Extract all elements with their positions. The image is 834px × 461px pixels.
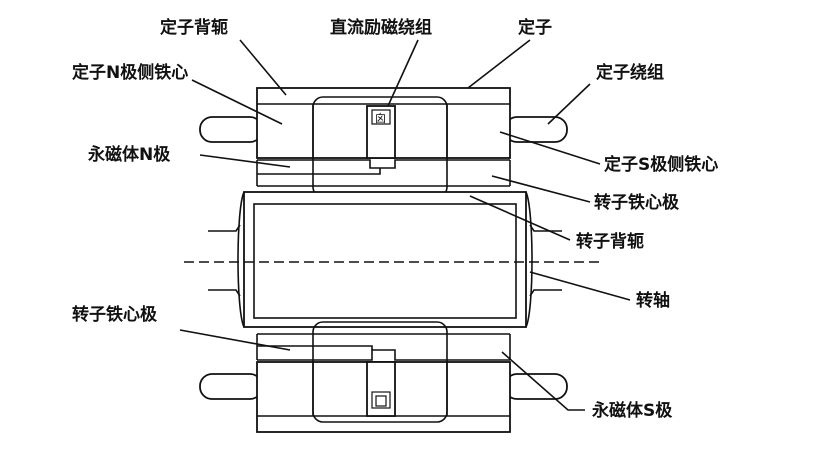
label-stator-yoke: 定子背轭 — [160, 17, 228, 38]
rotor-lower-pole — [256, 333, 511, 361]
label-rotor-yoke: 转子背轭 — [576, 231, 644, 252]
lower-stator-winding-left — [199, 373, 263, 400]
label-dc-excitation-winding: 直流励磁绕组 — [330, 17, 432, 38]
leader-lines — [179, 39, 631, 411]
label-rotor-core-pole-right: 转子铁心极 — [594, 192, 679, 213]
label-rotor-core-pole-left: 转子铁心极 — [72, 304, 157, 325]
label-shaft: 转轴 — [636, 290, 670, 311]
rotor-yoke-outer — [243, 191, 527, 328]
upper-stator: 囟 — [199, 87, 568, 198]
label-stator-winding: 定子绕组 — [596, 62, 664, 83]
label-stator: 定子 — [518, 17, 552, 38]
upper-stator-winding-right — [504, 116, 568, 143]
lower-stator-winding-right — [504, 373, 568, 400]
rotor-upper-pole — [256, 159, 511, 187]
label-stator-n-pole-side-core: 定子N极侧铁心 — [72, 62, 188, 83]
label-pm-s-pole: 永磁体S极 — [591, 400, 672, 421]
upper-stator-winding-left — [199, 116, 263, 143]
label-pm-n-pole: 永磁体N极 — [87, 144, 170, 165]
labels: 定子背轭 直流励磁绕组 定子 定子N极侧铁心 定子绕组 永磁体N极 定子S极侧铁… — [72, 17, 718, 421]
excitation-loop-lower — [312, 321, 448, 423]
svg-text:囟: 囟 — [375, 112, 386, 125]
lower-stator — [199, 321, 568, 433]
label-stator-s-pole-side-core: 定子S极侧铁心 — [604, 154, 718, 175]
rotor-core — [184, 191, 600, 328]
